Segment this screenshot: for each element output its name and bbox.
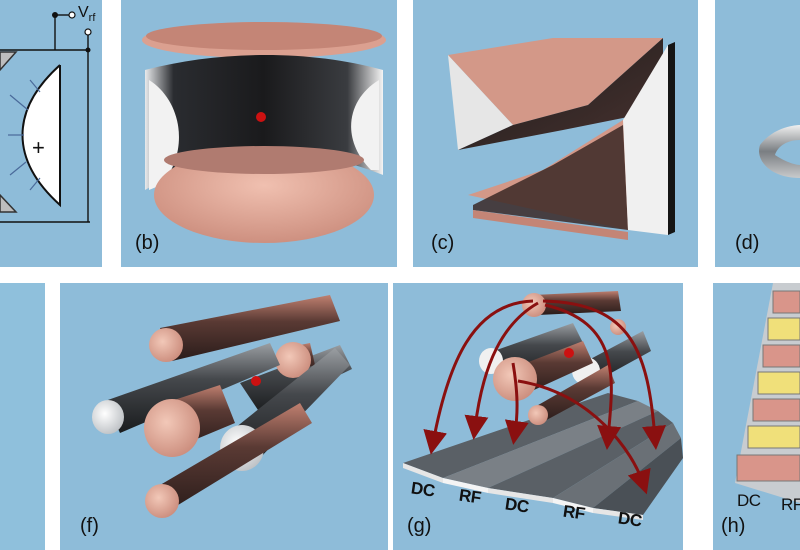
schematic-drawing (0, 11, 92, 223)
electrode-label-dc-2: DC (503, 494, 530, 517)
electrode-label-dc: DC (737, 491, 761, 510)
electrode-label-dc-3: DC (616, 508, 643, 531)
paul-trap-drawing (142, 22, 386, 243)
plus-sign: + (32, 135, 45, 160)
segmented-trap-drawing (403, 291, 683, 520)
ring-trap-drawing (759, 125, 800, 178)
cube-trap-drawing (448, 38, 675, 240)
ion-marker (564, 348, 574, 358)
panel-c-cube-trap: (c) (413, 0, 698, 267)
electrode-label-rf-1: RF (457, 485, 482, 508)
panel-a-schematic: Vrf + (0, 0, 102, 267)
electrode-label-dc-1: DC (409, 478, 436, 501)
label-f: (f) (80, 515, 99, 537)
panel-e-cropped (0, 283, 45, 550)
label-h: (h) (721, 515, 746, 537)
panel-h-pad-trap: DC RF (h) (713, 283, 800, 550)
label-b: (b) (135, 232, 160, 254)
label-c: (c) (431, 232, 455, 254)
panel-b-paul-trap: (b) (121, 0, 397, 267)
ion-marker (256, 112, 266, 122)
electrode-label-rf: RF (781, 495, 800, 514)
vrf-label: Vrf (78, 4, 96, 25)
linear-trap-drawing (92, 295, 352, 518)
electrode-label-rf-2: RF (561, 501, 586, 524)
panel-f-linear-trap: (f) (60, 283, 388, 550)
label-d: (d) (735, 232, 760, 254)
panel-g-segmented-trap: (g) DC RF DC RF DC (393, 283, 683, 550)
ion-marker (251, 376, 261, 386)
field-arrows (423, 299, 666, 495)
label-g: (g) (407, 515, 432, 537)
panel-d-ring-trap: (d) (715, 0, 800, 267)
pad-trap-drawing (735, 283, 800, 503)
